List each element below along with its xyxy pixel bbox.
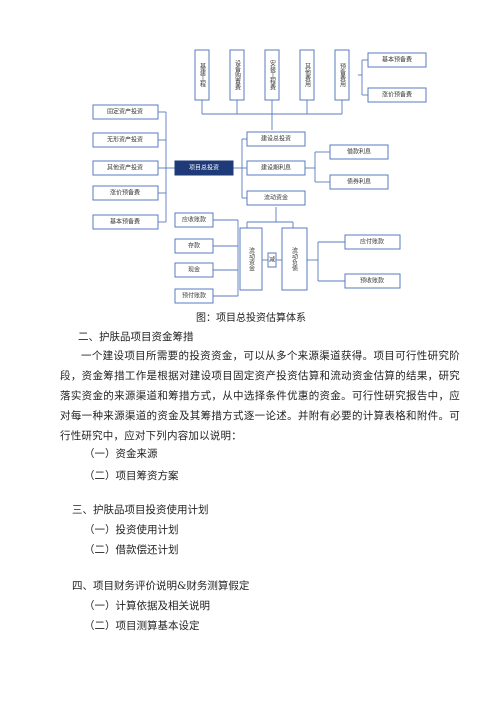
- node-label: 固定资产投资: [107, 108, 143, 116]
- node-label: 基本预备费: [110, 218, 140, 226]
- node-advance-receipts: 预收账款: [344, 273, 401, 289]
- section2-paragraph: 一个建设项目所需要的投资资金，可以从多个来源渠道获得。项目可行性研究阶段，资金筹…: [60, 346, 460, 446]
- node-total-investment: 项目总投资: [174, 160, 234, 176]
- node-label: 应收账款: [182, 216, 206, 224]
- node-label: 债券利息: [347, 178, 371, 186]
- node-label: 涨价预备费: [110, 189, 140, 197]
- node-intangible-asset-investment: 无形资产投资: [92, 132, 159, 148]
- node-cash: 现金: [174, 262, 214, 278]
- node-bond-interest: 债券利息: [329, 174, 389, 190]
- node-label: 其他费用: [304, 62, 311, 88]
- node-other-costs: 其他费用: [299, 49, 315, 101]
- section3-heading: 三、护肤品项目投资使用计划: [72, 504, 209, 516]
- node-fixed-asset-investment: 固定资产投资: [92, 104, 159, 120]
- node-other-asset-investment: 其他资产投资: [92, 160, 159, 176]
- node-installation-works: 安装工程费: [264, 49, 280, 101]
- node-loan-interest: 借款利息: [329, 144, 389, 160]
- node-basic-reserve: 基本预备费: [367, 52, 427, 68]
- section2-item-2: （二）项目筹资方案: [84, 470, 179, 482]
- section2-item-1: （一）资金来源: [84, 448, 158, 460]
- node-current-assets: 流动资金: [239, 227, 263, 291]
- section4-item-2: （二）项目测算基本设定: [84, 620, 200, 632]
- node-label: 无形资产投资: [107, 136, 143, 144]
- section2-paragraph-text: 一个建设项目所需要的投资资金，可以从多个来源渠道获得。项目可行性研究阶段，资金筹…: [60, 350, 460, 442]
- node-working-capital: 流动资金: [246, 190, 306, 206]
- node-label: 预备费用: [339, 62, 346, 88]
- node-reserve-costs: 预备费用: [334, 49, 350, 101]
- node-label: 借款利息: [347, 148, 371, 156]
- node-label: 流动负债: [291, 246, 298, 272]
- node-left-basic-reserve: 基本预备费: [92, 214, 159, 230]
- node-label: 流动资金: [264, 194, 288, 202]
- node-minus: 减: [267, 252, 277, 268]
- node-label: 基建工程: [199, 62, 206, 88]
- node-label: 预付账款: [182, 292, 206, 300]
- section3-item-1: （一）投资使用计划: [84, 524, 179, 536]
- section4-heading: 四、项目财务评价说明&财务测算假定: [72, 580, 250, 592]
- node-label: 现金: [188, 266, 200, 274]
- node-label: 建设总投资: [261, 135, 291, 143]
- section2-heading: 二、护肤品项目资金筹措: [78, 331, 194, 343]
- node-deposits: 存款: [174, 238, 214, 254]
- node-current-liabilities: 流动负债: [281, 227, 308, 291]
- node-label: 涨价预备费: [382, 91, 412, 99]
- node-accounts-receivable: 应收账款: [174, 212, 214, 228]
- node-construction-interest: 建设期利息: [246, 160, 306, 176]
- node-construction-investment: 建设总投资: [246, 131, 306, 147]
- investment-estimation-diagram: 基建工程 设备购置费 安装工程费 其他费用 预备费用 基本预备费 涨价预备费 固…: [92, 49, 427, 304]
- node-label: 流动资金: [248, 246, 255, 271]
- section4-item-1: （一）计算依据及相关说明: [84, 600, 210, 612]
- node-label: 减: [269, 256, 275, 264]
- diagram-connectors: [158, 59, 368, 297]
- section3-item-2: （二）借款偿还计划: [84, 544, 179, 556]
- node-left-price-reserve: 涨价预备费: [92, 185, 159, 201]
- node-label: 项目总投资: [189, 164, 219, 172]
- node-label: 安装工程费: [269, 59, 276, 91]
- node-price-reserve: 涨价预备费: [367, 87, 427, 103]
- node-label: 设备购置费: [234, 59, 241, 91]
- node-equipment-purchase: 设备购置费: [229, 49, 245, 101]
- node-foundation-works: 基建工程: [194, 49, 210, 101]
- node-label: 应付账款: [360, 238, 384, 246]
- node-label: 建设期利息: [261, 164, 291, 172]
- figure-caption: 图：项目总投资估算体系: [196, 313, 306, 324]
- node-label: 基本预备费: [382, 56, 412, 64]
- node-label: 预收账款: [360, 277, 384, 285]
- node-accounts-payable: 应付账款: [344, 234, 401, 250]
- node-label: 存款: [188, 242, 200, 250]
- node-prepayments: 预付账款: [174, 288, 214, 304]
- node-label: 其他资产投资: [107, 164, 143, 172]
